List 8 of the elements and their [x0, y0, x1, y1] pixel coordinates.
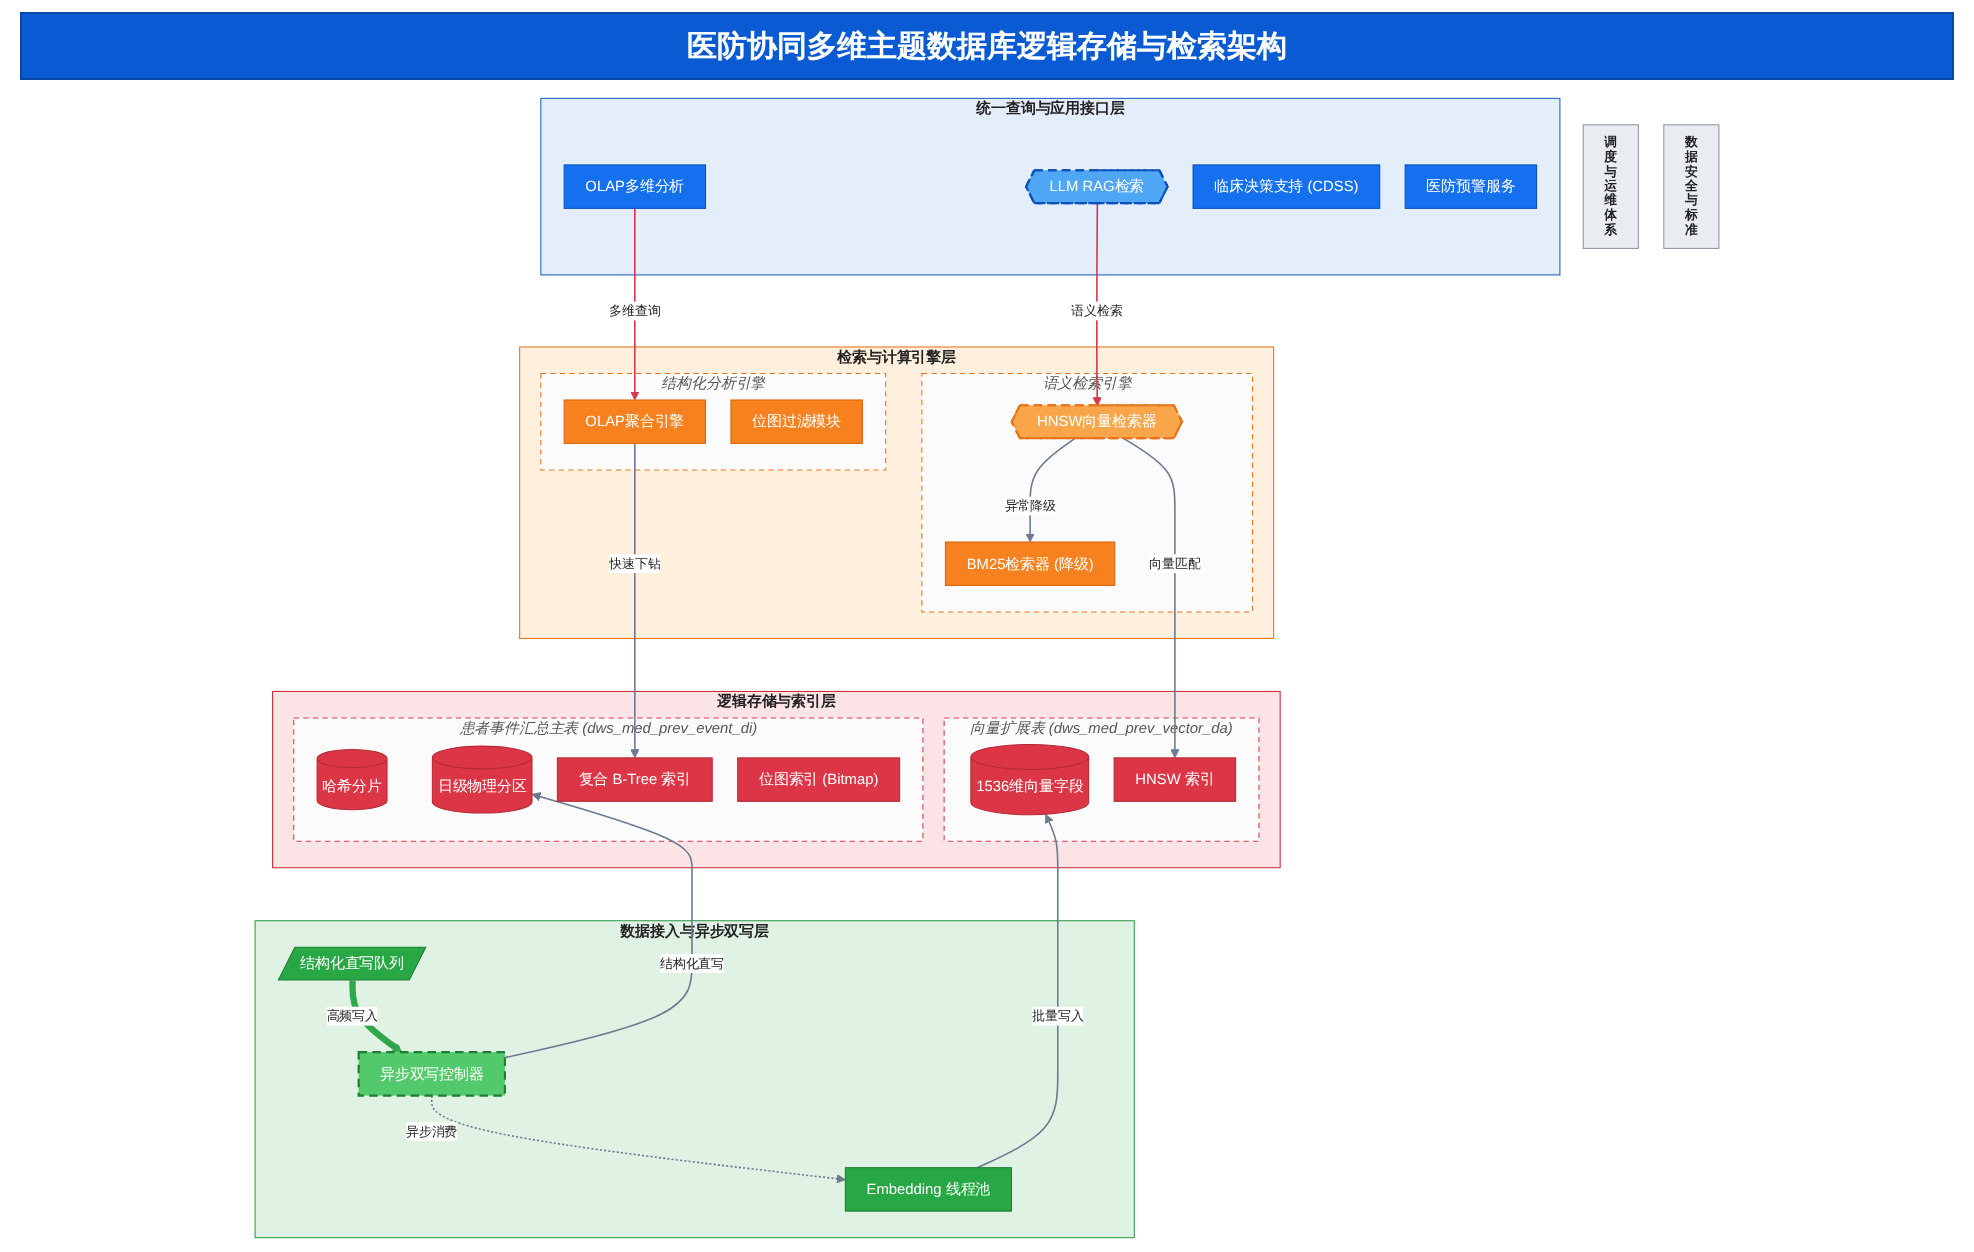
arrow	[504, 792, 693, 1059]
arrow	[1123, 437, 1180, 759]
arrow	[630, 207, 640, 401]
arrow	[1092, 202, 1102, 407]
title-banner: 医防协同多维主题数据库逻辑存储与检索架构	[20, 12, 1954, 80]
arrow	[430, 1094, 846, 1184]
arrow	[630, 442, 640, 759]
arrow	[976, 813, 1059, 1169]
